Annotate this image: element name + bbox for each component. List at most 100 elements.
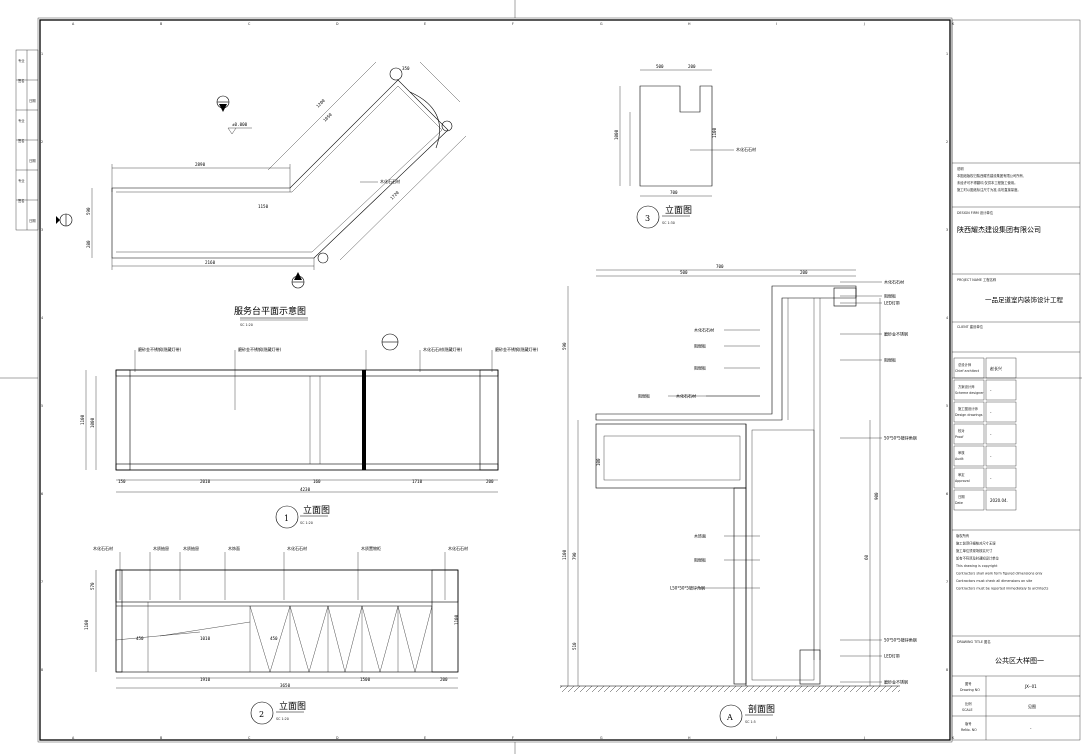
elev1-dim: 2010 (200, 479, 211, 484)
row-value: - (990, 432, 992, 437)
inner-frame (39, 19, 951, 741)
elev1-h2: 1000 (90, 417, 95, 428)
stamp-label: 专业 (18, 118, 25, 123)
grid-right-8: 8 (946, 668, 948, 672)
grid-left-7: 7 (41, 580, 43, 584)
row-key: 总设计师 (958, 362, 972, 367)
elev2-h1: 1100 (84, 619, 89, 630)
notes-head: 说明 (957, 166, 964, 171)
section-label-left: 阻燃板 (638, 393, 650, 399)
row-key-en: Chief architect (955, 369, 980, 373)
grid-left-3: 3 (41, 228, 43, 232)
section-vdim: 510 (572, 642, 577, 650)
elev1-dim: 160 (313, 479, 321, 484)
plan-dim-diag1: 1200 (315, 98, 326, 109)
elev2-inner1: 1010 (200, 636, 211, 641)
row-value: - (990, 476, 992, 481)
elev2-h2: 1100 (454, 614, 459, 625)
elev1-total: 4230 (300, 487, 311, 492)
elev2-inner2: 450 (270, 636, 278, 641)
elev1-label: 磨砂金不锈钢(隐藏灯带) (495, 346, 539, 352)
section-label-right: 磨砂金不锈钢 (884, 331, 908, 337)
stamp-label: 专业 (18, 58, 25, 63)
copyright-line: Contractors must check all dimensions on… (956, 579, 1032, 583)
grid-right-5: 5 (946, 404, 948, 408)
drawing-ver: - (1030, 726, 1032, 731)
grid-bottom-H: H (688, 736, 691, 740)
elev3-h1: 1100 (712, 127, 717, 138)
elev1-h1: 1100 (80, 414, 85, 425)
row-key-en: Design drawings (955, 413, 983, 417)
grid-right-7: 7 (946, 580, 948, 584)
row-key: 施工图设计师 (958, 406, 978, 411)
grid-bottom-C: C (248, 736, 251, 740)
note-line: 未经许可不得翻印,仅供本工程施工使用。 (957, 180, 1017, 185)
copyright-line: 版权所有 (956, 533, 970, 538)
grid-bottom-D: D (336, 736, 339, 740)
section-label-right: LED灯带 (884, 653, 900, 659)
ver-label-e: ReNo. NO (961, 728, 977, 732)
elev1-label: 磨砂金不锈钢(隐藏灯带) (138, 346, 182, 352)
elev2-label: 木化石石材 (448, 545, 468, 551)
elev2-scale: SC 1:20 (276, 717, 289, 721)
elev3-title: 立面图 (665, 204, 692, 216)
row-key-en: Scheme designer (955, 391, 984, 395)
grid-top-F: F (512, 22, 514, 26)
grid-right-6: 6 (946, 492, 948, 496)
copyright-line: This drawing is copyright (955, 564, 998, 568)
plan-dim-left1: 590 (86, 207, 91, 215)
grid-left-1: 1 (41, 52, 43, 56)
stamp-label: 日期 (29, 218, 36, 223)
elev1-label: 木化石石材(隐藏灯带) (423, 346, 463, 352)
row-value: 赵长兴 (990, 365, 1002, 371)
plan-dim-bottom: 2160 (205, 260, 216, 265)
grid-left-6: 6 (41, 492, 43, 496)
section-top1: 500 (680, 270, 688, 275)
elev1-scale: SC 1:20 (300, 521, 313, 525)
row-key-en: Date (955, 501, 963, 505)
row-key-en: Proof (955, 435, 964, 439)
drawing-title: 公共区大样图一 (995, 656, 1044, 665)
stamp-label: 签名 (18, 78, 25, 83)
elev1-title: 立面图 (303, 504, 330, 516)
section-label-right: 50*50*5镀锌角钢 (884, 637, 917, 643)
elevation-3: 500 200 700 1000 1100 木化石石材 3 立面图 SC 1:3… (614, 64, 756, 229)
elev2-inner0: 450 (136, 636, 144, 641)
stamp-label: 签名 (18, 198, 25, 203)
grid-left-8: 8 (41, 668, 43, 672)
section-title: 剖面图 (748, 703, 775, 715)
client-label: CLIENT 建设单位 (957, 324, 984, 329)
design-firm: 陕西耀杰建设集团有限公司 (957, 225, 1041, 234)
elev2-label: 木质置物柜 (361, 545, 381, 551)
section-top0: 700 (716, 264, 724, 269)
plan-dim-diag2: 1050 (322, 112, 333, 123)
section-label-left: 木化石石材 (694, 327, 714, 333)
project-name: 一品足道室内装饰设计工程 (985, 295, 1064, 304)
grid-top-E: E (424, 22, 426, 26)
elev2-dim: 200 (440, 677, 448, 682)
section-vdim: 60 (864, 554, 869, 560)
section-scale: SC 1:5 (745, 720, 756, 724)
grid-left-5: 5 (41, 404, 43, 408)
elev3-dim1: 200 (688, 64, 696, 69)
note-line: 施工时以图纸标注尺寸为准,请勿直接量度。 (957, 187, 1021, 192)
grid-left-4: 4 (41, 316, 43, 320)
row-key-en: Audit (955, 457, 964, 461)
row-key-en: Approval (955, 479, 970, 483)
elev3-number: 3 (645, 214, 650, 223)
stamp-label: 日期 (29, 98, 36, 103)
grid-bottom-F: F (512, 736, 514, 740)
section-label-right: 阻燃板 (884, 293, 896, 299)
ver-label: 版号 (965, 721, 972, 726)
elev2-h0: 570 (90, 582, 95, 590)
elev3-dim0: 500 (656, 64, 664, 69)
grid-top-D: D (336, 22, 339, 26)
grid-bottom-J: J (863, 736, 865, 740)
plan-elevation: ±0.000 (232, 122, 248, 127)
no-label: 图号 (965, 681, 972, 686)
plan-dim-r: 350 (402, 66, 410, 71)
grid-bottom-E: E (424, 736, 426, 740)
design-firm-label: DESIGN FIRM 设计单位 (957, 210, 994, 215)
